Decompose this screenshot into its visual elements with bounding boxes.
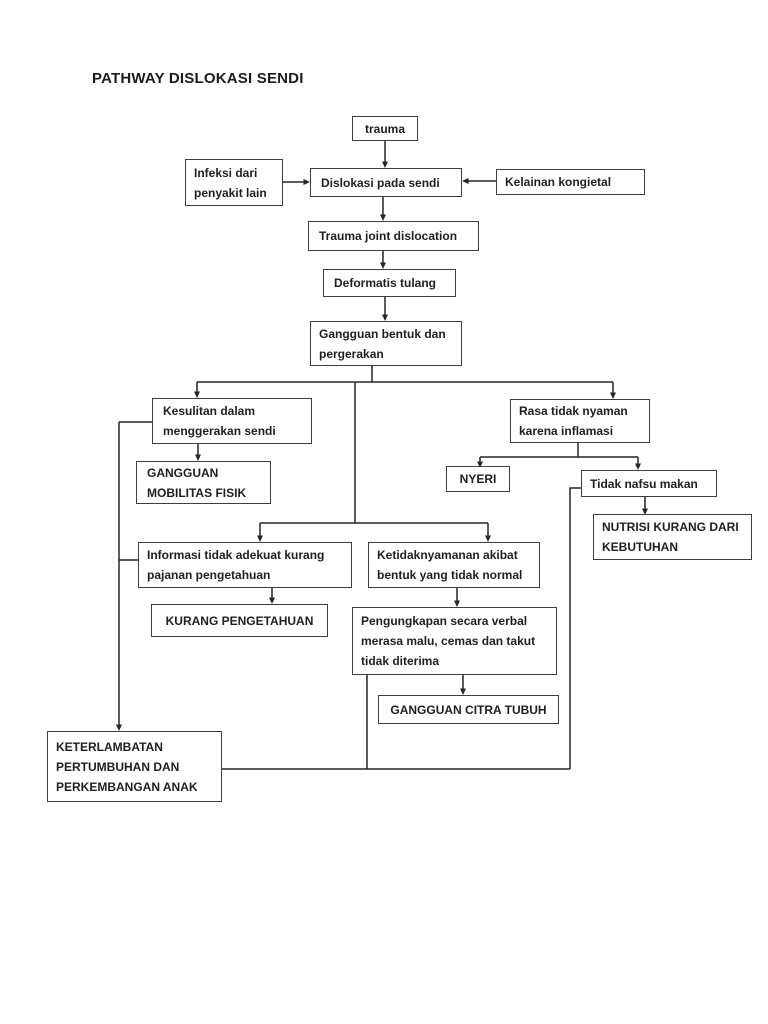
node-trauma: trauma (352, 116, 418, 141)
node-dislokasi-pada-sendi: Dislokasi pada sendi (310, 168, 462, 197)
node-kesulitan-menggerakan-sendi: Kesulitan dalam menggerakan sendi (152, 398, 312, 444)
node-pengungkapan-secara-verbal: Pengungkapan secara verbal merasa malu, … (352, 607, 557, 675)
edge-split-rasa (480, 443, 638, 458)
page-title: PATHWAY DISLOKASI SENDI (92, 70, 304, 87)
node-gangguan-bentuk-dan-pergerakan: Gangguan bentuk dan pergerakan (310, 321, 462, 366)
node-tidak-nafsu-makan: Tidak nafsu makan (581, 470, 717, 497)
node-nyeri: NYERI (446, 466, 510, 492)
node-nutrisi-kurang-dari-kebutuhan: NUTRISI KURANG DARI KEBUTUHAN (593, 514, 752, 560)
edge-split-middle (260, 382, 488, 524)
edge-bottom-link (222, 487, 581, 770)
node-ketidaknyamanan-akibat-bentuk: Ketidaknyamanan akibat bentuk yang tidak… (368, 542, 540, 588)
node-gangguan-citra-tubuh: GANGGUAN CITRA TUBUH (378, 695, 559, 724)
node-rasa-tidak-nyaman: Rasa tidak nyaman karena inflamasi (510, 399, 650, 443)
edge-split-main (197, 365, 613, 383)
node-gangguan-mobilitas-fisik: GANGGUAN MOBILITAS FISIK (136, 461, 271, 504)
node-keterlambatan-pertumbuhan: KETERLAMBATAN PERTUMBUHAN DAN PERKEMBANG… (47, 731, 222, 802)
node-deformatis-tulang: Deformatis tulang (323, 269, 456, 297)
node-kurang-pengetahuan: KURANG PENGETAHUAN (151, 604, 328, 637)
node-kelainan-kongietal: Kelainan kongietal (496, 169, 645, 195)
node-infeksi-dari-penyakit-lain: Infeksi dari penyakit lain (185, 159, 283, 206)
node-informasi-tidak-adekuat: Informasi tidak adekuat kurang pajanan p… (138, 542, 352, 588)
node-trauma-joint-dislocation: Trauma joint dislocation (308, 221, 479, 251)
